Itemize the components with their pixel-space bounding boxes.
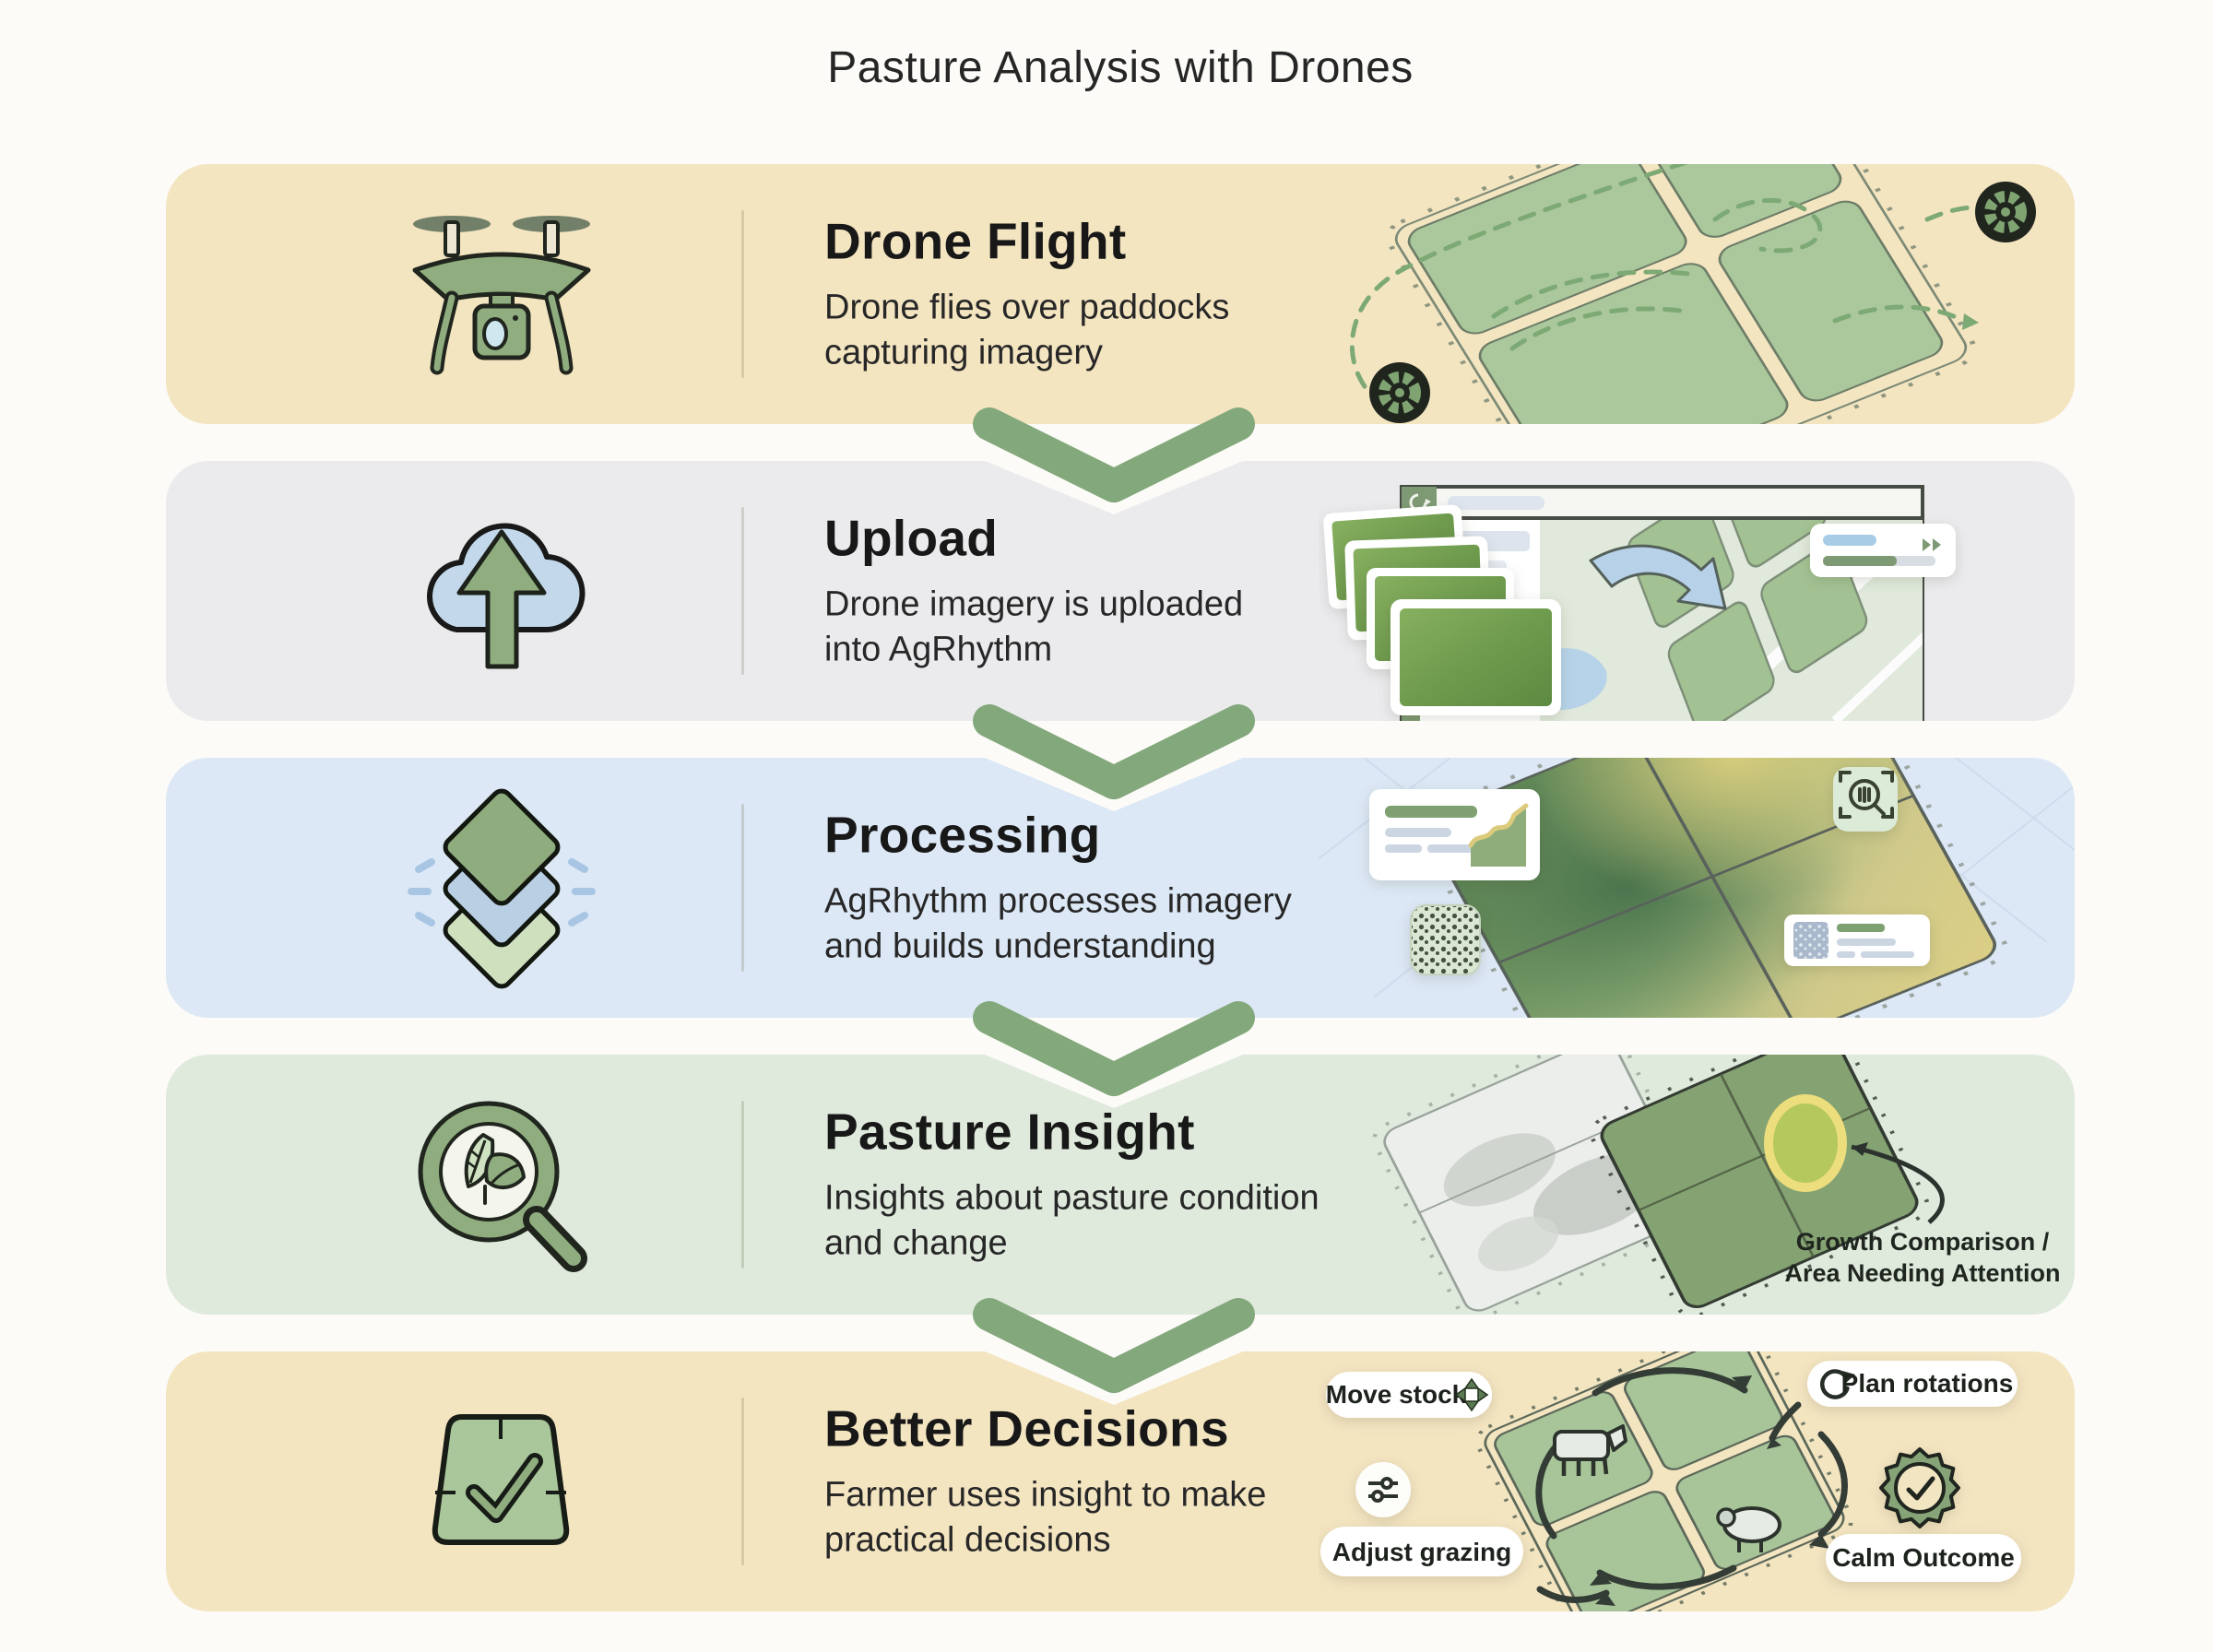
cloud-upload-icon bbox=[427, 523, 586, 669]
step-text: Pasture Insight Insights about pasture c… bbox=[824, 1103, 1433, 1268]
step-description: Drone flies over paddocks capturing imag… bbox=[824, 288, 1230, 372]
layers-icon bbox=[408, 788, 596, 989]
move-icon bbox=[1454, 1377, 1489, 1412]
step-title: Better Decisions bbox=[824, 1399, 1229, 1457]
chevron-down-icon bbox=[973, 704, 1255, 799]
data-card bbox=[1784, 914, 1930, 966]
chart-card bbox=[1369, 789, 1540, 880]
step-description: Drone imagery is uploaded into AgRhythm bbox=[824, 584, 1244, 669]
qr-dots-icon bbox=[1410, 904, 1481, 975]
progress-card bbox=[1810, 524, 1956, 577]
insight-label-line2: Area Needing Attention bbox=[1784, 1259, 2060, 1287]
adjust-grazing-label: Adjust grazing bbox=[1332, 1538, 1511, 1566]
divider bbox=[741, 804, 744, 972]
step-description: Farmer uses insight to make practical de… bbox=[824, 1475, 1267, 1560]
page-title: Pasture Analysis with Drones bbox=[827, 43, 1414, 92]
processing-illustration bbox=[1319, 758, 2075, 1018]
move-stock-pill: Move stock bbox=[1326, 1372, 1492, 1418]
map-paddocks bbox=[1540, 518, 1923, 721]
decisions-illustration: Move stock Plan rotations bbox=[1320, 1351, 2021, 1611]
flight-path bbox=[1349, 164, 2006, 408]
step-drone-flight: Drone Flight Drone flies over paddocks c… bbox=[166, 164, 2075, 424]
rotation-paddock bbox=[1474, 1351, 1854, 1611]
divider bbox=[741, 1398, 744, 1565]
step-text: Processing AgRhythm processes imagery an… bbox=[824, 806, 1433, 971]
paddock-map bbox=[1385, 164, 1977, 424]
aperture-icon bbox=[1975, 182, 2036, 242]
chevron-down-icon bbox=[973, 407, 1255, 502]
calm-outcome-label: Calm Outcome bbox=[1832, 1543, 2015, 1572]
upload-arrow-icon bbox=[1589, 544, 1727, 610]
drone-icon bbox=[412, 216, 591, 375]
step-text: Upload Drone imagery is uploaded into Ag… bbox=[824, 509, 1433, 674]
attention-highlight bbox=[1764, 1094, 1847, 1192]
move-stock-label: Move stock bbox=[1326, 1380, 1467, 1409]
divider bbox=[741, 507, 744, 675]
step-description: AgRhythm processes imagery and builds un… bbox=[824, 881, 1292, 966]
cow-icon bbox=[1553, 1424, 1627, 1476]
annotation-arrow bbox=[1851, 1144, 1945, 1224]
divider bbox=[741, 1101, 744, 1268]
plan-rotations-pill: Plan rotations bbox=[1807, 1361, 2018, 1407]
calm-outcome-group: Calm Outcome bbox=[1826, 1447, 2021, 1582]
step-title: Processing bbox=[824, 806, 1101, 864]
step-text: Drone Flight Drone flies over paddocks c… bbox=[824, 212, 1433, 377]
insight-label-line1: Growth Comparison / bbox=[1796, 1228, 2050, 1256]
step-title: Pasture Insight bbox=[824, 1103, 1195, 1161]
step-text: Better Decisions Farmer uses insight to … bbox=[824, 1399, 1433, 1564]
sparkle-marks bbox=[408, 858, 596, 926]
upload-illustration bbox=[1323, 485, 1956, 721]
field-check-icon bbox=[432, 1414, 570, 1545]
chevron-down-icon bbox=[973, 1001, 1255, 1096]
plan-rotations-label: Plan rotations bbox=[1841, 1369, 2014, 1398]
step-description: Insights about pasture condition and cha… bbox=[824, 1178, 1320, 1263]
refresh-icon bbox=[1819, 1369, 1855, 1399]
divider bbox=[741, 210, 744, 378]
aperture-icon bbox=[1369, 362, 1430, 423]
badge-check-icon bbox=[1879, 1447, 1960, 1528]
magnifier-leaf-icon bbox=[418, 1101, 587, 1272]
adjust-grazing-group: Adjust grazing bbox=[1320, 1462, 1523, 1576]
paddock-after bbox=[1589, 1055, 1930, 1315]
step-title: Upload bbox=[824, 509, 999, 567]
step-title: Drone Flight bbox=[824, 212, 1127, 270]
photo-stack bbox=[1323, 504, 1561, 715]
rotation-arrows bbox=[1535, 1367, 1848, 1603]
scan-icon bbox=[1833, 767, 1898, 832]
sliders-icon bbox=[1368, 1477, 1398, 1503]
drone-flight-illustration bbox=[1349, 164, 2036, 424]
insight-illustration: Growth Comparison / Area Needing Attenti… bbox=[1372, 1055, 2061, 1315]
step-pasture-insight: Pasture Insight Insights about pasture c… bbox=[166, 1055, 2075, 1315]
sheep-icon bbox=[1716, 1506, 1781, 1552]
heatmap-paddock bbox=[1413, 758, 2008, 1018]
chevron-down-icon bbox=[973, 1298, 1255, 1393]
flight-path-arrowhead bbox=[1962, 313, 1979, 330]
